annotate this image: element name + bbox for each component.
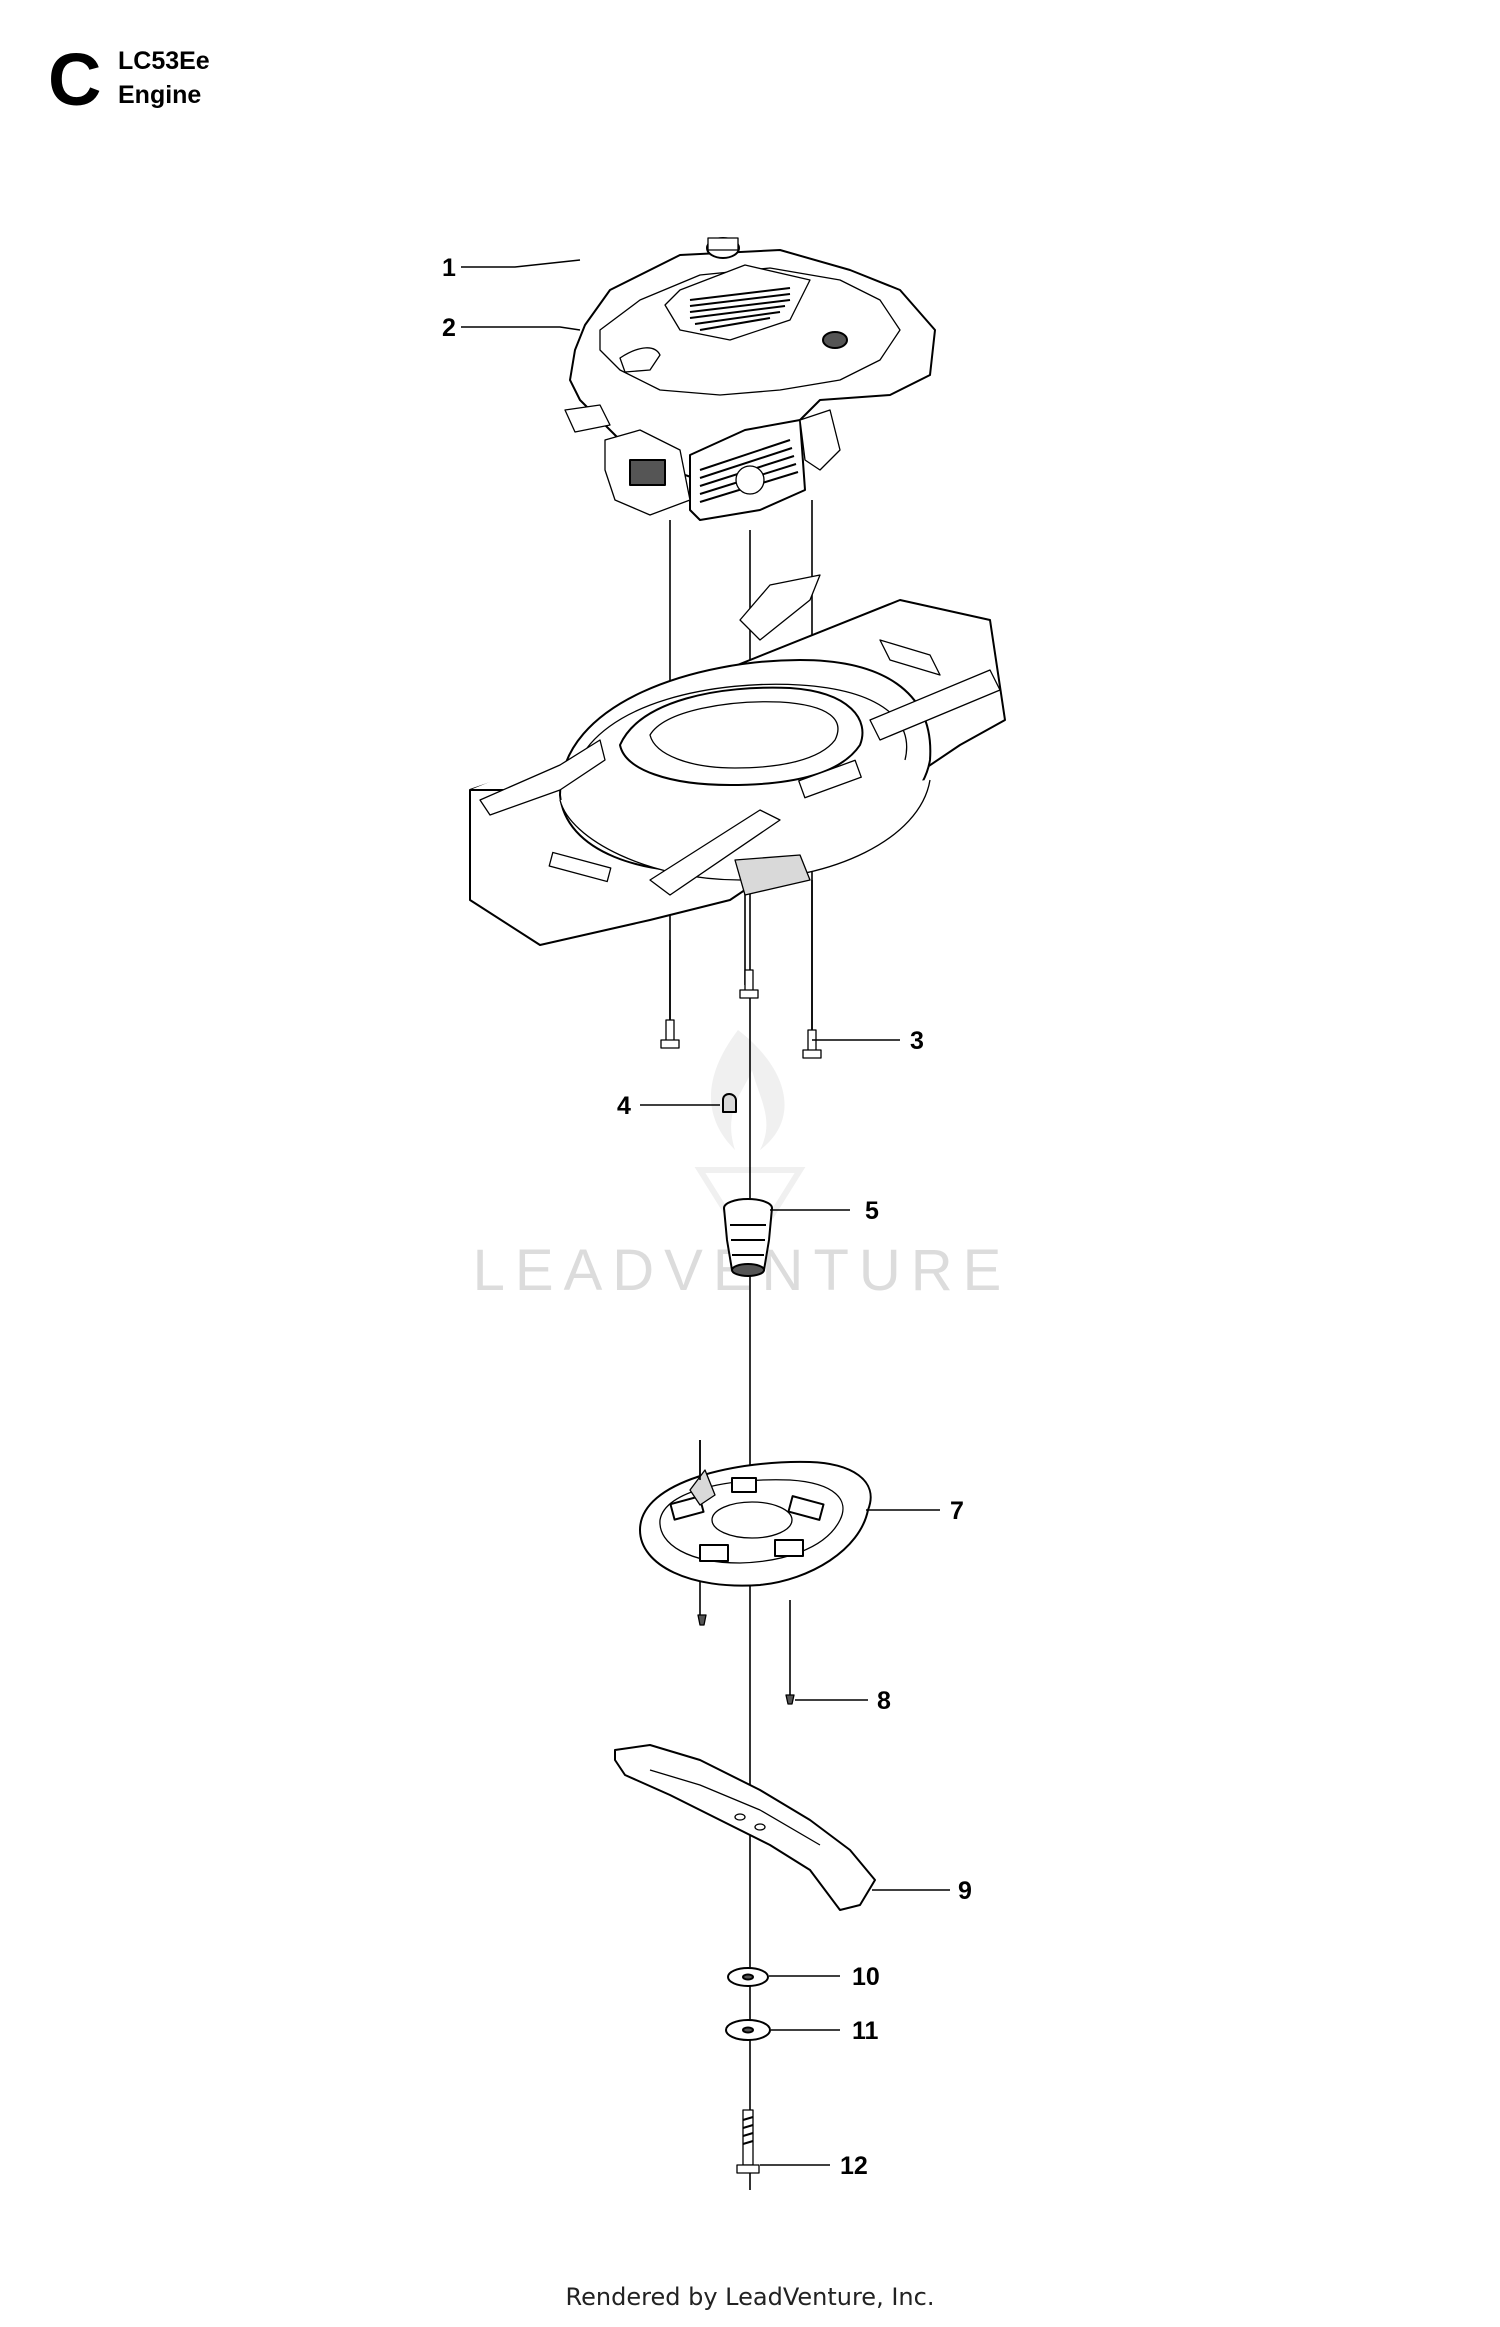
callout-8: 8 <box>877 1687 891 1715</box>
section-name: Engine <box>118 81 202 109</box>
deck-bolts <box>660 969 822 1059</box>
blade-bolt <box>736 2109 760 2174</box>
engine-assembly <box>564 237 936 521</box>
callout-12: 12 <box>840 2152 868 2180</box>
callout-4: 4 <box>617 1092 631 1120</box>
callout-2: 2 <box>442 314 456 342</box>
callout-3: 3 <box>910 1027 924 1055</box>
callout-leaders <box>461 259 950 2166</box>
blade-guard-fan <box>639 1460 872 1587</box>
callout-5: 5 <box>865 1197 879 1225</box>
mower-deck <box>469 574 1006 946</box>
fan-screws <box>697 1614 795 1705</box>
callout-9: 9 <box>958 1877 972 1905</box>
footer-credit: Rendered by LeadVenture, Inc. <box>565 2283 935 2311</box>
woodruff-key <box>722 1093 737 1113</box>
callout-7: 7 <box>950 1497 964 1525</box>
callout-1: 1 <box>442 254 456 282</box>
section-letter: C <box>48 38 102 121</box>
callout-11: 11 <box>852 2017 879 2045</box>
model-name: LC53Ee <box>118 47 210 75</box>
washers <box>725 1967 771 2041</box>
blade-adapter <box>723 1198 773 1277</box>
callout-numbers: 1 2 3 4 5 7 8 9 10 11 12 <box>442 254 972 2180</box>
mower-blade <box>614 1744 876 1911</box>
callout-10: 10 <box>852 1963 880 1991</box>
page-header: C LC53Ee Engine <box>40 40 340 120</box>
